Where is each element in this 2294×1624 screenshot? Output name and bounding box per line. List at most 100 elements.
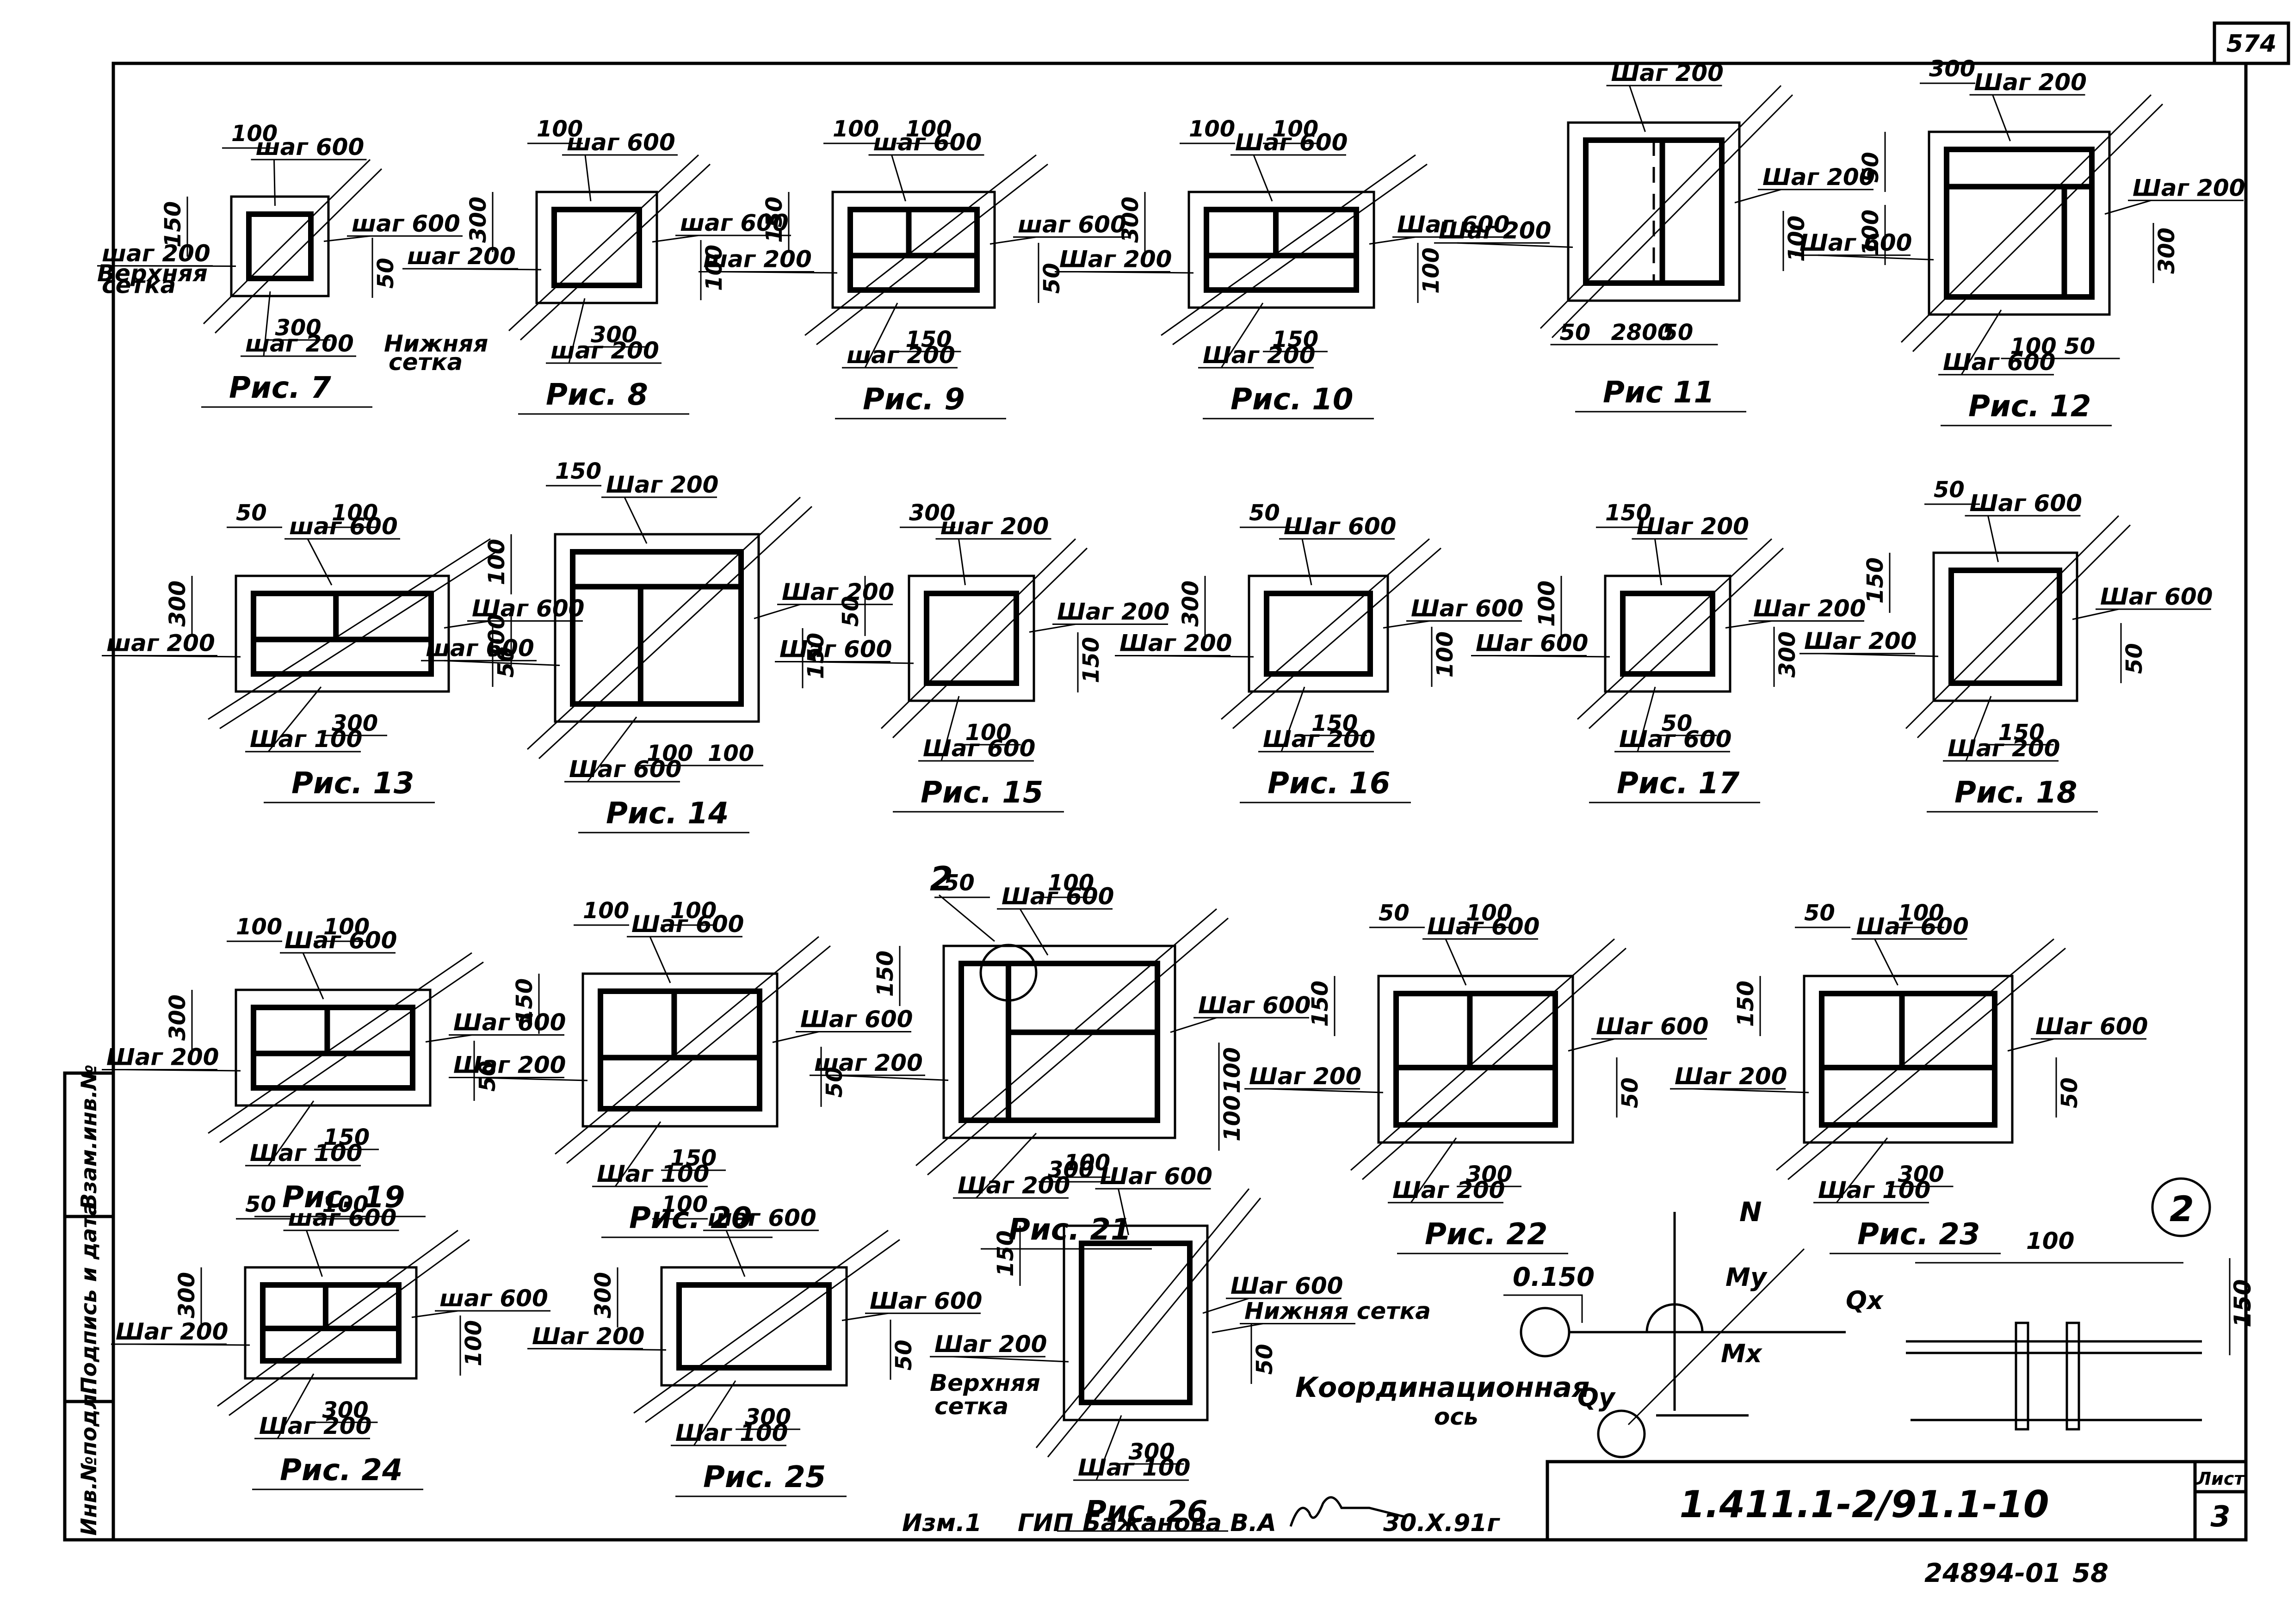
dimension-line xyxy=(1836,1137,1888,1203)
dimension-line xyxy=(1029,624,1076,633)
dimension-line xyxy=(940,696,960,761)
node-detail-number: 2 xyxy=(2170,1188,2194,1229)
dim-bottom-0: 150 xyxy=(1998,720,2045,746)
dim-right-0: 50 xyxy=(891,1340,917,1371)
spacing-label: шаг 600 xyxy=(567,129,675,156)
dimension-line xyxy=(1220,303,1264,368)
dim-bottom-0: 300 xyxy=(1466,1161,1512,1187)
section-outline xyxy=(535,191,658,304)
dim-top-1: 100 xyxy=(323,914,370,940)
chief-engineer-name: Бажанова В.А xyxy=(1082,1509,1276,1537)
dim-top-0: 100 xyxy=(662,1192,708,1217)
section-cut-line xyxy=(1912,103,2164,352)
spacing-label: Шаг 600 xyxy=(284,927,397,954)
dim-top-1: 100 xyxy=(1466,900,1512,926)
dim-top-0: 50 xyxy=(245,1192,276,1217)
dim-right-0: 50 xyxy=(1617,1077,1643,1108)
spacing-label: Шаг 100 xyxy=(250,1140,362,1167)
reinforcement-cage xyxy=(251,1005,415,1091)
dim-left-0: 50 xyxy=(838,596,864,627)
figure-caption: Рис. 16 xyxy=(1268,766,1390,801)
dimension-line xyxy=(267,1100,315,1166)
spacing-label: Шаг 600 xyxy=(1198,992,1311,1019)
dim-bottom-0: 150 xyxy=(670,1145,717,1171)
dimension-line xyxy=(1212,1323,1263,1334)
node-callout-number: 2 xyxy=(930,859,953,898)
dimension-line xyxy=(1987,515,1999,562)
spacing-label: шаг 200 xyxy=(940,513,1049,540)
dim-right-0: 50 xyxy=(373,258,399,289)
spacing-label: Шаг 600 xyxy=(453,1009,566,1036)
dimension-line xyxy=(975,1132,1037,1199)
dim-bottom-0: 150 xyxy=(323,1124,370,1150)
section-outline xyxy=(831,191,996,309)
dim-left-0: 150 xyxy=(1862,557,1888,604)
spacing-label: Шаг 600 xyxy=(779,636,892,663)
figure-caption: Рис. 8 xyxy=(546,378,648,412)
spacing-label: шаг 600 xyxy=(708,1204,816,1231)
dimension-line xyxy=(1410,1137,1457,1203)
section-outline xyxy=(942,945,1176,1139)
dimension-line xyxy=(841,1312,889,1321)
spacing-label: Шаг 600 xyxy=(1596,1013,1708,1040)
dim-right-0: 50 xyxy=(2057,1077,2083,1108)
dim-left-0: 300 xyxy=(174,1272,200,1318)
dimension-line xyxy=(958,538,966,586)
dim-top-0: 100 xyxy=(236,914,282,940)
section-cut-line xyxy=(1577,538,1773,720)
dim-left-0: 300 xyxy=(465,197,491,243)
reinforcement-cage xyxy=(246,211,314,281)
shear-Qy: Qy xyxy=(1577,1383,1616,1412)
dimension-line xyxy=(652,235,699,243)
spacing-label: сетка xyxy=(389,349,463,376)
spacing-label: Шаг 600 xyxy=(1235,129,1348,156)
dimension-line xyxy=(1095,1415,1122,1481)
section-cut-line xyxy=(1221,538,1430,720)
moment-arc xyxy=(1645,1303,1704,1333)
chief-engineer-role: ГИП xyxy=(1018,1509,1073,1537)
section-cut-line xyxy=(214,168,383,334)
section-outline xyxy=(1377,975,1574,1144)
section-outline xyxy=(1567,121,1741,302)
spacing-label: шаг 600 xyxy=(289,513,398,540)
reinforcement-cage xyxy=(1948,568,2062,686)
dim-bottom-1: 100 xyxy=(708,741,754,766)
spacing-label: шаг 200 xyxy=(703,246,812,273)
section-outline xyxy=(230,195,330,297)
spacing-label: шаг 200 xyxy=(245,330,354,357)
section-outline xyxy=(908,574,1035,702)
spacing-label: Шаг 200 xyxy=(1974,69,2087,96)
spacing-label: Шаг 200 xyxy=(1439,217,1551,244)
dimension-line xyxy=(307,538,333,586)
dimension-line xyxy=(864,303,898,368)
reinforcement-cage xyxy=(251,591,434,677)
dim-left-0: 150 xyxy=(872,951,898,997)
dim-top-0: 50 xyxy=(236,500,267,526)
spacing-label: Шаг 600 xyxy=(631,911,744,938)
dim-bottom-0: 300 xyxy=(591,322,637,348)
dimension-line xyxy=(614,1121,662,1187)
reinforcement-cage xyxy=(598,988,762,1111)
spacing-label: Верхняя xyxy=(930,1370,1040,1396)
section-cut-line xyxy=(1551,94,1793,339)
dimension-line xyxy=(1383,620,1430,629)
dim-bottom-0: 300 xyxy=(332,710,378,736)
section-cut-line xyxy=(927,917,1229,1176)
dim-bottom-0: 100 xyxy=(965,720,1012,746)
node-dim-top: 100 xyxy=(2026,1228,2074,1254)
dim-bottom-2: 50 xyxy=(1663,320,1694,346)
dim-right-0: 100 xyxy=(701,245,727,291)
dim-right-1: 100 xyxy=(1219,1095,1245,1142)
spacing-label: шаг 600 xyxy=(1018,211,1126,238)
spacing-label: Шаг 200 xyxy=(106,1044,219,1071)
section-cut-line xyxy=(1905,515,2120,729)
section-cut-line xyxy=(508,154,699,332)
section-cut-line xyxy=(1161,154,1416,336)
spacing-label: шаг 600 xyxy=(439,1285,548,1312)
spacing-label: Шаг 200 xyxy=(1637,513,1749,540)
sheet-label: Лист xyxy=(2196,1469,2245,1489)
